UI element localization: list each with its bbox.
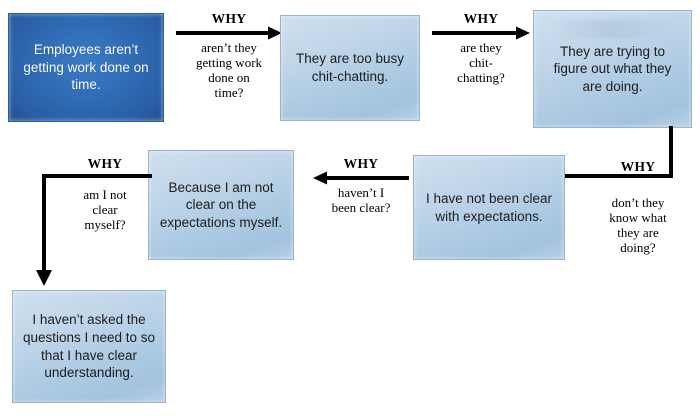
- root-cause-text: I haven’t asked the questions I need to …: [22, 312, 156, 381]
- cause-box-2[interactable]: They are trying to figure out what they …: [533, 10, 692, 128]
- arrow-right-icon-2: [432, 26, 530, 40]
- why-label-5: WHY: [87, 156, 123, 171]
- why-arrow-group-4: WHY haven’t I been clear?: [313, 156, 409, 216]
- why-label-3: WHY: [620, 159, 656, 174]
- why-question-2: are they chit- chatting?: [457, 40, 505, 86]
- cause-text-1: They are too busy chit-chatting.: [295, 51, 405, 84]
- arrow-left-icon-4: [313, 171, 409, 185]
- compression-artifact: [552, 20, 673, 38]
- why-arrow-group-1: WHY aren’t they getting work done on tim…: [176, 11, 282, 101]
- problem-statement-text: Employees aren’t getting work done on ti…: [23, 42, 149, 93]
- why-question-4: haven’t I been clear?: [331, 185, 391, 216]
- root-cause-box[interactable]: I haven’t asked the questions I need to …: [12, 290, 166, 403]
- arrow-right-icon-1: [176, 26, 282, 40]
- why-arrow-group-2: WHY are they chit- chatting?: [432, 11, 530, 86]
- cause-box-4[interactable]: Because I am not clear on the expectatio…: [148, 150, 294, 260]
- why-arrow-group-3: WHY don’t they know what they are doing?: [586, 159, 690, 256]
- cause-text-3: I have not been clear with expectations.: [425, 190, 553, 224]
- why-label-1: WHY: [211, 11, 247, 26]
- why-arrow-group-5: WHY am I not clear myself?: [64, 156, 146, 233]
- why-question-5: am I not clear myself?: [83, 187, 127, 233]
- why-label-4: WHY: [343, 156, 379, 171]
- cause-text-4: Because I am not clear on the expectatio…: [159, 179, 283, 230]
- why-question-3: don’t they know what they are doing?: [609, 195, 667, 256]
- cause-box-1[interactable]: They are too busy chit-chatting.: [280, 15, 420, 121]
- why-label-2: WHY: [463, 11, 499, 26]
- problem-statement-box[interactable]: Employees aren’t getting work done on ti…: [8, 13, 164, 122]
- cause-text-2: They are trying to figure out what they …: [553, 43, 672, 94]
- cause-box-3[interactable]: I have not been clear with expectations.: [413, 155, 565, 260]
- why-question-1: aren’t they getting work done on time?: [195, 40, 263, 101]
